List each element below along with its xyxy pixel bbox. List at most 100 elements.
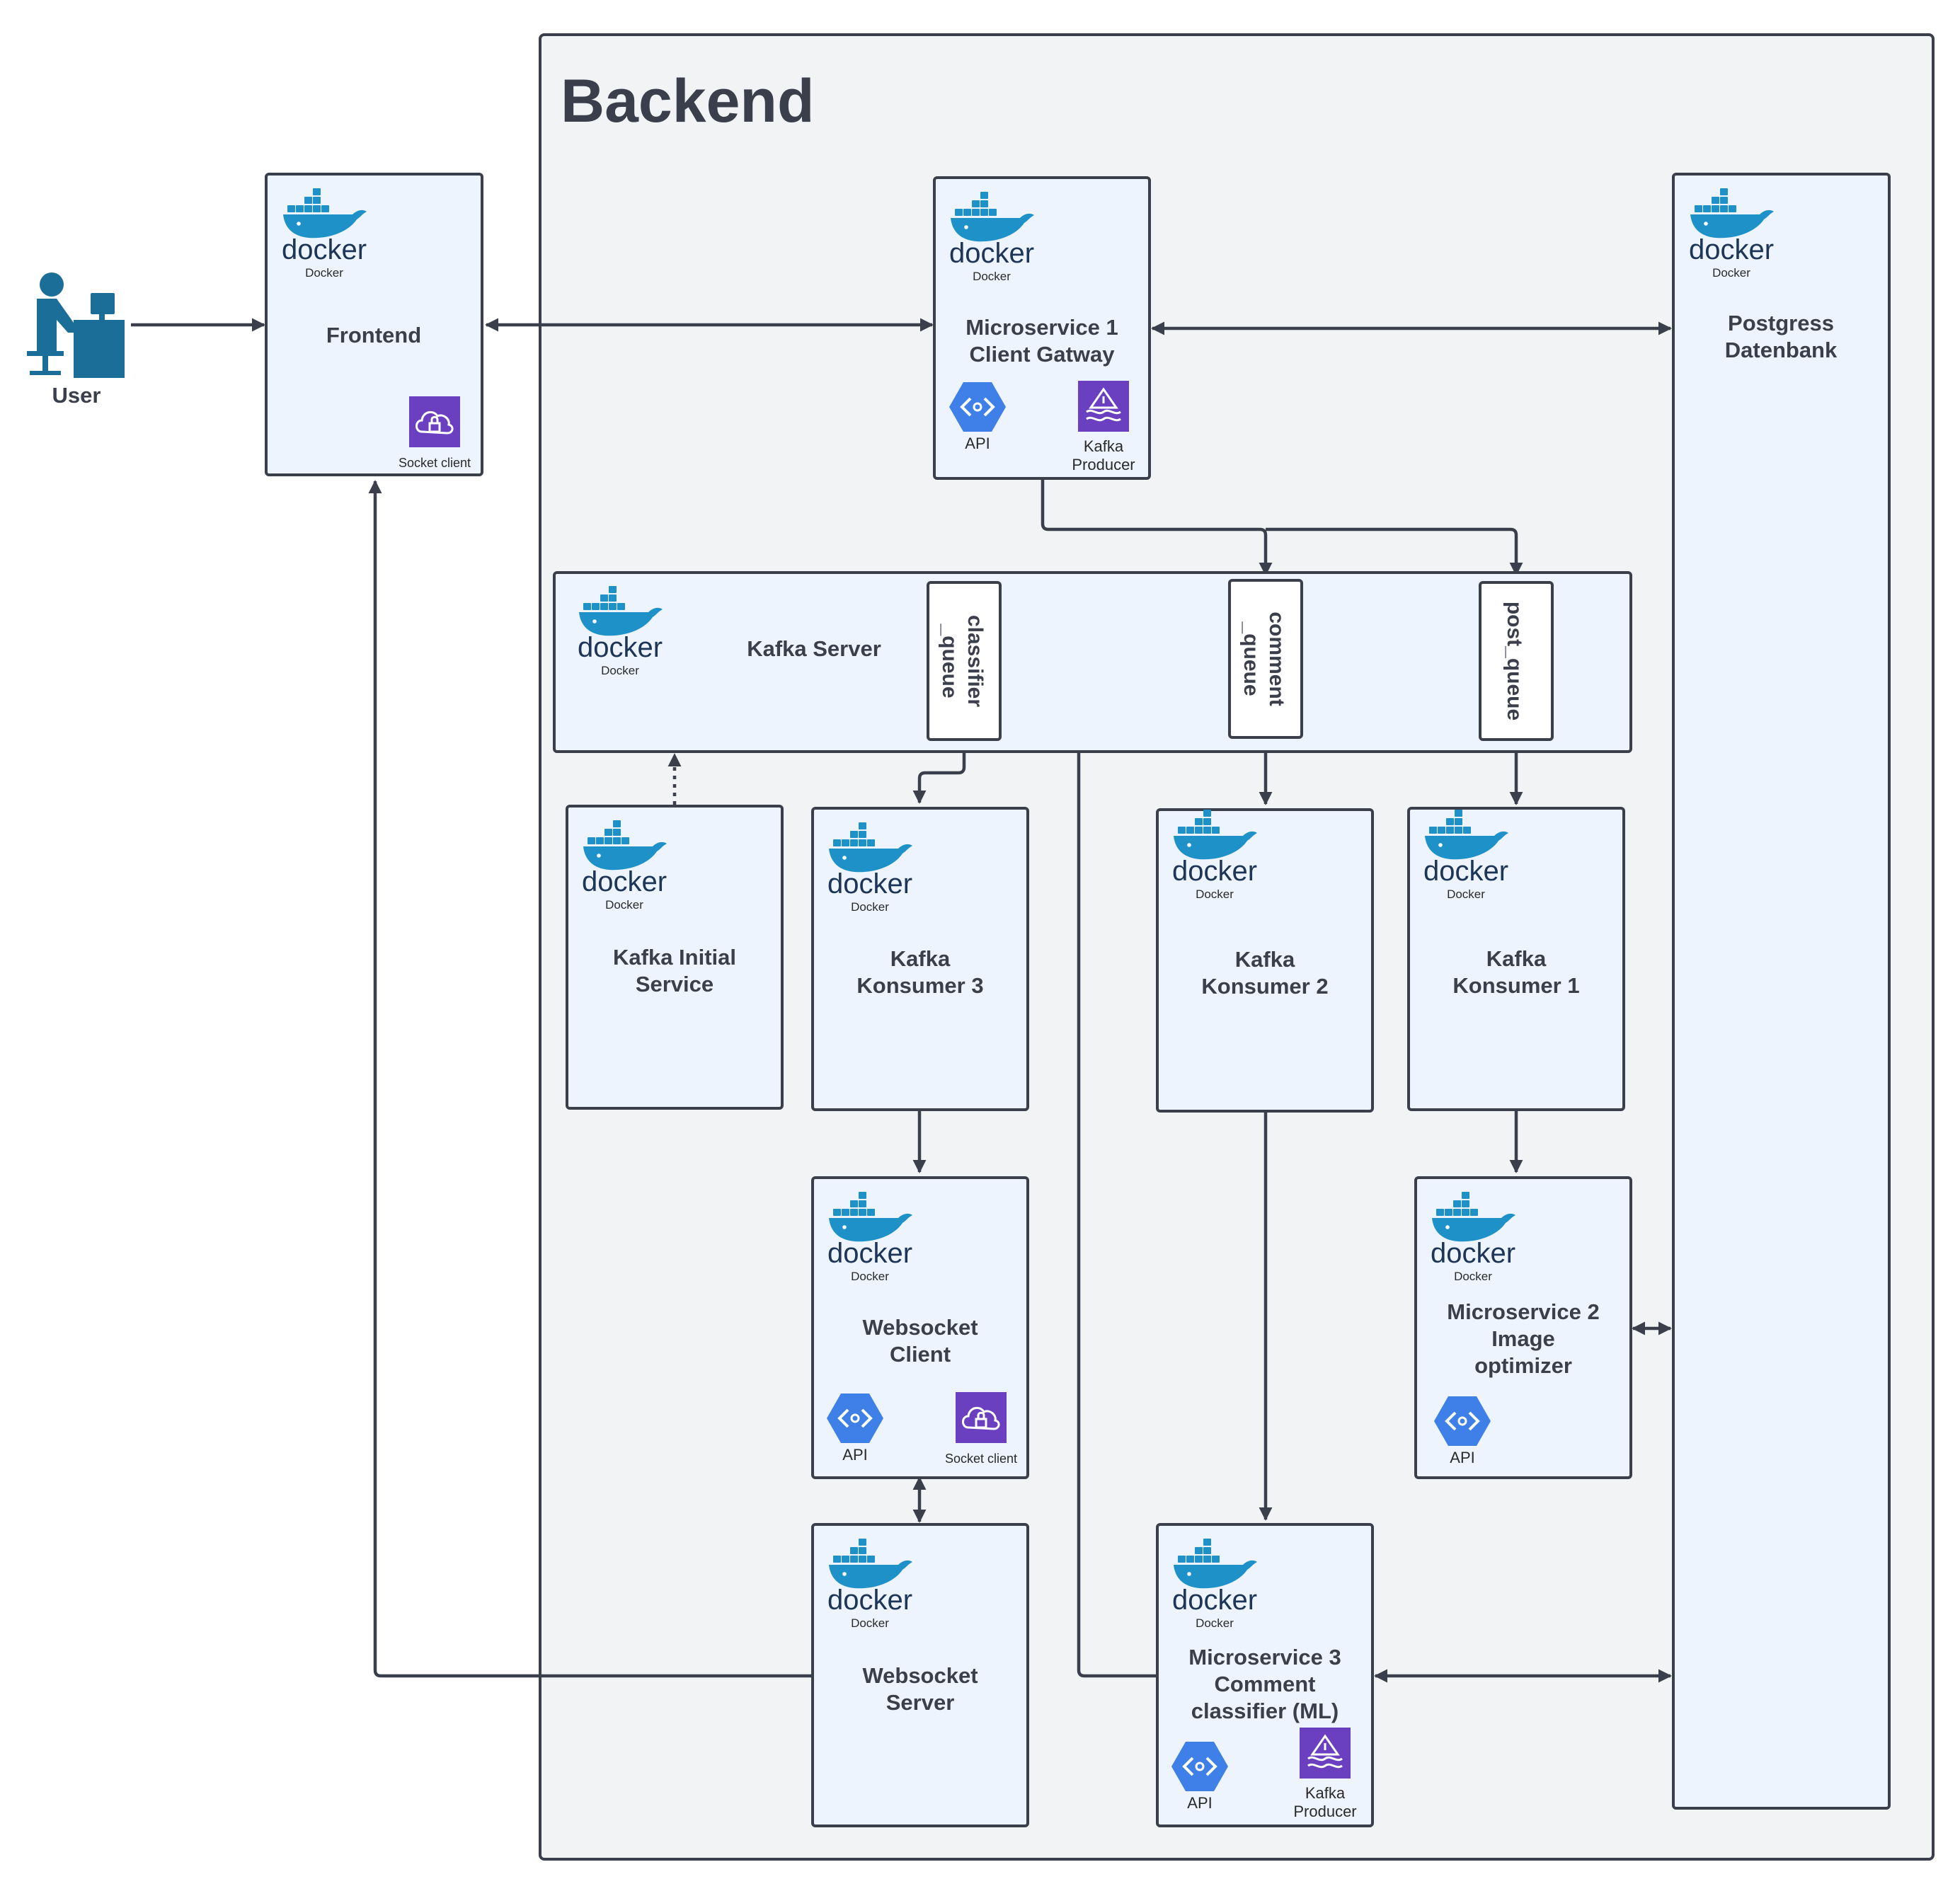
kafka-producer-label: Kafka xyxy=(1305,1784,1346,1802)
ms3-box: docker Docker Microservice 3 Comment cla… xyxy=(1156,1523,1374,1827)
kafka-server-box: docker Docker Kafka Server classifier _q… xyxy=(553,571,1632,753)
svg-text:docker: docker xyxy=(827,1585,912,1616)
ws-server-title: Websocket xyxy=(862,1663,978,1688)
docker-logo: docker Docker xyxy=(1689,188,1774,280)
kafka-server-label: Kafka Server xyxy=(747,636,881,661)
classifier-queue-label-2: _queue xyxy=(938,623,961,698)
konsumer3-title: Kafka xyxy=(890,946,951,971)
ws-server-subtitle: Server xyxy=(886,1690,955,1715)
docker-logo: docker Docker xyxy=(578,586,663,677)
kafka-initial-box: docker Docker Kafka Initial Service xyxy=(566,805,784,1110)
svg-text:docker: docker xyxy=(578,632,663,663)
kafka-producer-icon xyxy=(1077,379,1130,433)
kafka-producer-label-2: Producer xyxy=(1293,1803,1356,1820)
backend-title: Backend xyxy=(561,67,815,135)
svg-text:docker: docker xyxy=(582,866,667,897)
svg-text:docker: docker xyxy=(1172,1585,1257,1616)
api-label: API xyxy=(1450,1449,1474,1466)
classifier-queue-label: classifier xyxy=(963,615,987,707)
svg-text:docker: docker xyxy=(949,238,1034,269)
konsumer1-subtitle: Konsumer 1 xyxy=(1452,973,1579,998)
ms3-subtitle-2: classifier (ML) xyxy=(1191,1699,1339,1723)
comment-queue-label-2: _queue xyxy=(1239,621,1263,696)
svg-text:docker: docker xyxy=(1423,856,1508,887)
post-queue-label: post_queue xyxy=(1503,602,1526,720)
connector-ms1-post-queue xyxy=(1266,527,1523,576)
svg-text:docker: docker xyxy=(1431,1238,1515,1269)
ms2-subtitle: Image xyxy=(1491,1326,1555,1351)
svg-text:docker: docker xyxy=(1172,856,1257,887)
postgres-title: Postgress xyxy=(1728,311,1834,335)
svg-text:Docker: Docker xyxy=(851,1270,889,1283)
docker-logo: docker Docker xyxy=(949,192,1034,283)
docker-logo: docker Docker xyxy=(1172,1539,1257,1630)
docker-logo: docker Docker xyxy=(282,188,367,280)
user-node: User xyxy=(27,272,125,408)
svg-text:docker: docker xyxy=(1689,234,1774,265)
docker-logo: docker Docker xyxy=(1172,810,1257,901)
post-queue: post_queue xyxy=(1479,581,1554,741)
ms1-subtitle: Client Gatway xyxy=(970,342,1116,367)
svg-text:Docker: Docker xyxy=(605,898,643,912)
docker-logo: docker Docker xyxy=(827,1539,912,1630)
api-label: API xyxy=(1187,1794,1212,1812)
user-icon xyxy=(27,272,125,378)
api-label: API xyxy=(965,435,990,452)
konsumer3-subtitle: Konsumer 3 xyxy=(856,973,983,998)
classifier-queue: classifier _queue xyxy=(927,581,1002,741)
svg-text:Docker: Docker xyxy=(1712,266,1750,280)
ms1-box: docker Docker Microservice 1 Client Gatw… xyxy=(933,176,1151,480)
svg-text:Docker: Docker xyxy=(973,270,1011,283)
ws-server-box: docker Docker Websocket Server xyxy=(811,1523,1029,1827)
kafka-initial-subtitle: Service xyxy=(636,972,713,996)
ws-client-box: docker Docker Websocket Client API Socke… xyxy=(811,1176,1029,1479)
api-label: API xyxy=(842,1446,867,1464)
ws-client-title: Websocket xyxy=(862,1315,978,1340)
svg-text:docker: docker xyxy=(827,868,912,900)
svg-text:Docker: Docker xyxy=(1196,1616,1234,1630)
ms2-title: Microservice 2 xyxy=(1447,1299,1599,1324)
docker-logo: docker Docker xyxy=(582,820,667,912)
frontend-label: Frontend xyxy=(326,323,421,347)
svg-text:Docker: Docker xyxy=(851,900,889,914)
socket-client-label: Socket client xyxy=(945,1452,1017,1466)
svg-text:Docker: Docker xyxy=(851,1616,889,1630)
comment-queue-label: comment xyxy=(1265,611,1288,706)
konsumer1-box: docker Docker Kafka Konsumer 1 xyxy=(1407,807,1625,1111)
kafka-producer-icon xyxy=(1298,1726,1352,1780)
konsumer2-box: docker Docker Kafka Konsumer 2 xyxy=(1156,808,1374,1113)
konsumer1-title: Kafka xyxy=(1486,946,1547,971)
frontend-box: docker Docker Frontend Socket client xyxy=(265,173,483,476)
ms2-subtitle-2: optimizer xyxy=(1474,1353,1572,1378)
konsumer3-box: docker Docker Kafka Konsumer 3 xyxy=(811,807,1029,1111)
comment-queue: comment _queue xyxy=(1228,579,1303,739)
konsumer2-title: Kafka xyxy=(1235,947,1295,972)
svg-text:Docker: Docker xyxy=(1196,887,1234,901)
socket-client-icon xyxy=(408,395,462,449)
connectors xyxy=(131,318,1672,1683)
ms2-box: docker Docker Microservice 2 Image optim… xyxy=(1414,1176,1632,1479)
user-label: User xyxy=(52,383,101,408)
connector-classifier-konsumer3 xyxy=(912,740,966,804)
svg-text:Docker: Docker xyxy=(1454,1270,1492,1283)
konsumer2-subtitle: Konsumer 2 xyxy=(1201,974,1328,999)
connector-wsserver-frontend xyxy=(368,480,813,1678)
svg-text:docker: docker xyxy=(827,1238,912,1269)
kafka-initial-title: Kafka Initial xyxy=(613,945,736,970)
kafka-producer-label: Kafka xyxy=(1084,437,1124,455)
docker-logo: docker Docker xyxy=(827,822,912,914)
ms3-title: Microservice 3 xyxy=(1188,1645,1341,1670)
svg-text:Docker: Docker xyxy=(601,664,639,677)
socket-client-label: Socket client xyxy=(399,456,471,470)
kafka-producer-label-2: Producer xyxy=(1072,456,1135,473)
connector-ms1-comment-queue xyxy=(1041,478,1273,576)
svg-text:Docker: Docker xyxy=(1447,887,1485,901)
ms1-title: Microservice 1 xyxy=(965,315,1118,340)
docker-logo: docker Docker xyxy=(1423,810,1508,901)
ms3-subtitle: Comment xyxy=(1215,1672,1316,1696)
postgres-box: docker Docker Postgress Datenbank xyxy=(1672,173,1891,1810)
svg-text:Docker: Docker xyxy=(305,266,343,280)
ws-client-subtitle: Client xyxy=(890,1342,951,1367)
socket-client-icon xyxy=(954,1391,1008,1444)
docker-logo: docker Docker xyxy=(1431,1192,1515,1283)
